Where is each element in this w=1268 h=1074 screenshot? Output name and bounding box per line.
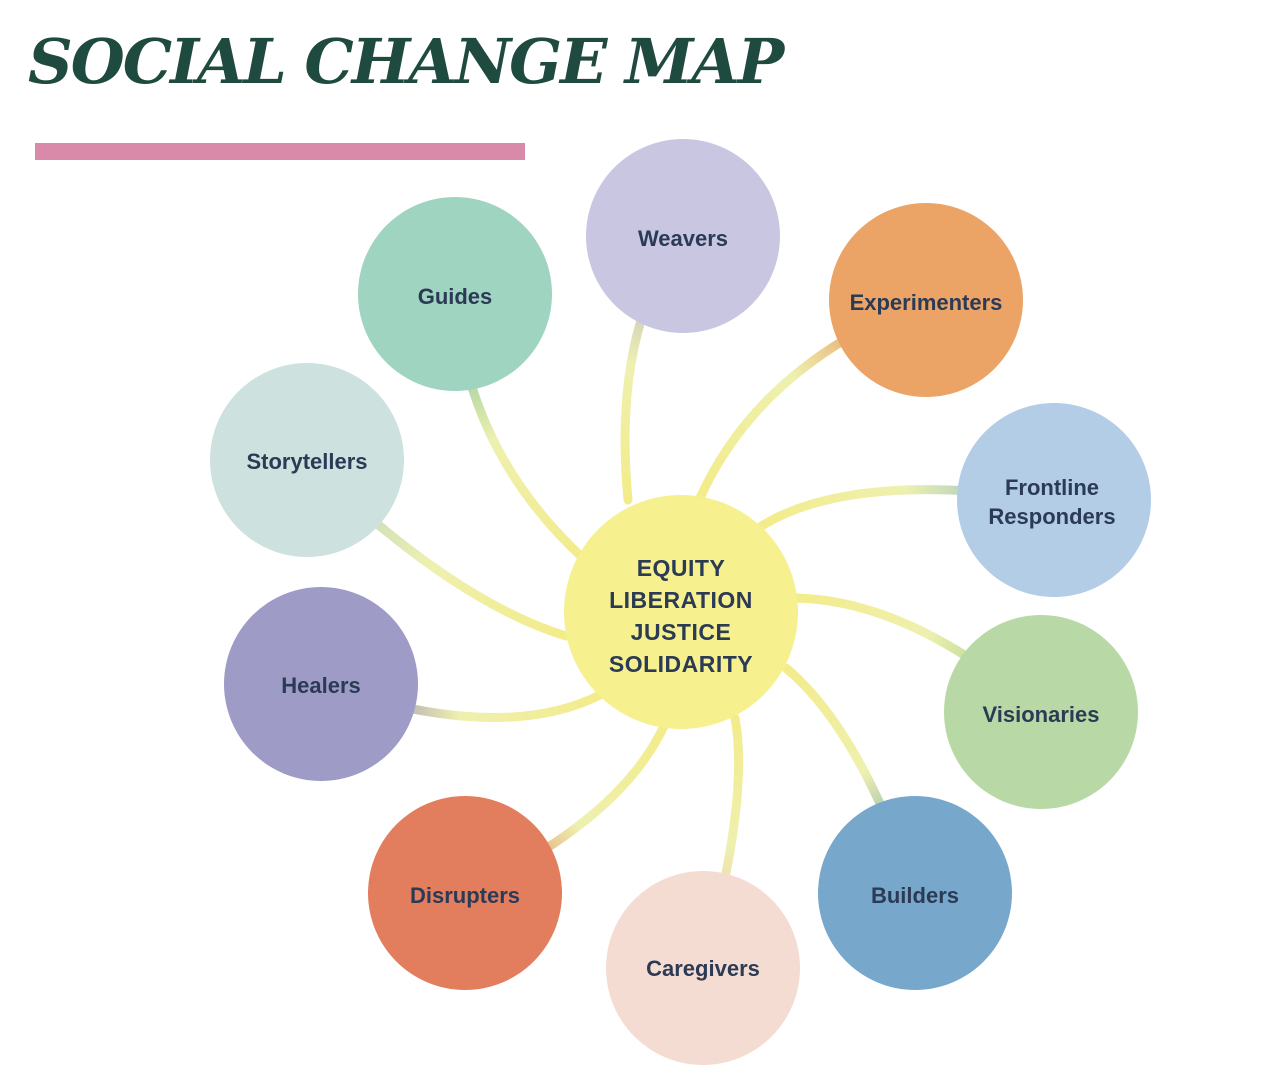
storytellers-label: Storytellers <box>246 449 367 474</box>
disrupters-label: Disrupters <box>410 883 520 908</box>
node-experimenters: Experimenters <box>829 203 1023 397</box>
frontline-responders-circle <box>957 403 1151 597</box>
guides-circle <box>358 197 552 391</box>
frontline-responders-label: Frontline <box>1005 475 1099 500</box>
builders-label: Builders <box>871 883 959 908</box>
frontline-responders-label: Responders <box>988 504 1115 529</box>
center-node: EQUITY LIBERATION JUSTICE SOLIDARITY <box>564 495 798 729</box>
guides-label: Guides <box>418 284 493 309</box>
nodes: WeaversExperimentersFrontlineRespondersV… <box>210 139 1151 1065</box>
experimenters-circle <box>829 203 1023 397</box>
experimenters-label: Experimenters <box>850 290 1003 315</box>
node-disrupters: Disrupters <box>368 796 562 990</box>
center-circle <box>564 495 798 729</box>
center-line-justice: JUSTICE <box>631 619 732 645</box>
center-line-equity: EQUITY <box>637 555 726 581</box>
visionaries-circle <box>944 615 1138 809</box>
page-title: SOCIAL CHANGE MAP <box>28 25 784 98</box>
node-guides: Guides <box>358 197 552 391</box>
storytellers-circle <box>210 363 404 557</box>
node-healers: Healers <box>224 587 418 781</box>
healers-circle <box>224 587 418 781</box>
title-underline <box>35 143 525 160</box>
underline-bar <box>35 143 525 160</box>
caregivers-label: Caregivers <box>646 956 760 981</box>
node-caregivers: Caregivers <box>606 871 800 1065</box>
visionaries-label: Visionaries <box>983 702 1100 727</box>
weavers-label: Weavers <box>638 226 728 251</box>
node-builders: Builders <box>818 796 1012 990</box>
node-weavers: Weavers <box>586 139 780 333</box>
node-visionaries: Visionaries <box>944 615 1138 809</box>
center-line-liberation: LIBERATION <box>609 587 753 613</box>
healers-label: Healers <box>281 673 361 698</box>
disrupters-circle <box>368 796 562 990</box>
weavers-circle <box>586 139 780 333</box>
center-line-solidarity: SOLIDARITY <box>609 651 753 677</box>
caregivers-circle <box>606 871 800 1065</box>
node-storytellers: Storytellers <box>210 363 404 557</box>
builders-circle <box>818 796 1012 990</box>
